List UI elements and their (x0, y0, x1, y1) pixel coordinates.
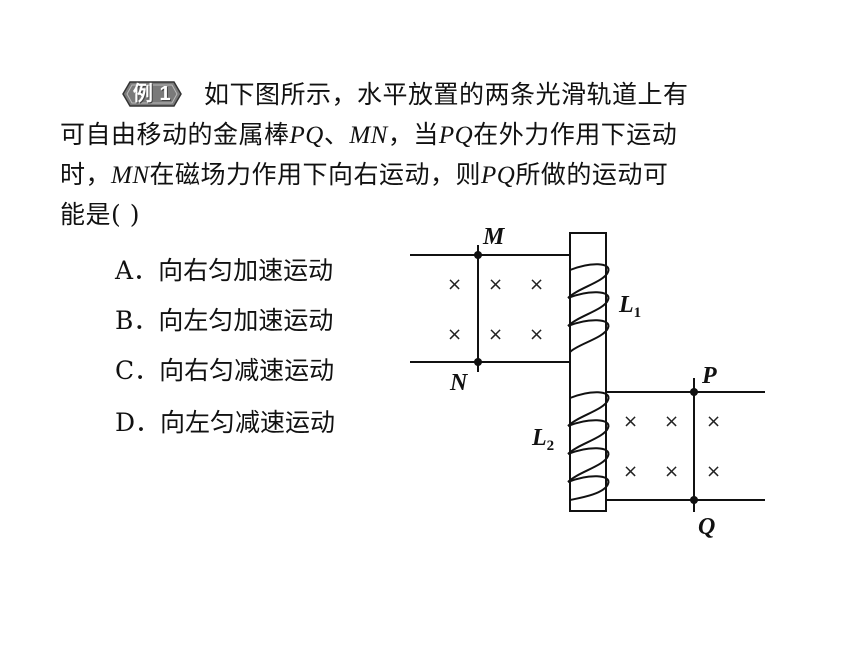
label-m: M (482, 224, 506, 250)
point-p-dot (690, 388, 698, 396)
field-cross: × (706, 461, 721, 482)
option-b-text: 向左匀加速运动 (158, 306, 334, 335)
coil-l2 (567, 391, 610, 501)
field-cross: × (529, 274, 544, 295)
badge-shape-icon (122, 81, 182, 107)
question-line-4: 能是( ) (60, 200, 140, 229)
label-l1-letter: L (618, 292, 634, 318)
question-text-2d: 在外力作用下运动 (473, 120, 678, 149)
field-cross: × (706, 411, 721, 432)
question-line-2: 可自由移动的金属棒PQ、MN，当PQ在外力作用下运动 (60, 118, 677, 153)
badge-label: 例 1 (132, 83, 172, 105)
question-line-1: 例 1 如下图所示，水平放置的两条光滑轨道上有 (60, 78, 689, 112)
field-cross: × (623, 461, 638, 482)
option-b-letter: B． (115, 306, 159, 335)
rod-mn-ref-2: MN (111, 162, 150, 189)
option-a-text: 向右匀加速运动 (158, 256, 334, 285)
option-b[interactable]: B．向左匀加速运动 (115, 304, 333, 338)
field-cross: × (664, 461, 679, 482)
question-text-1: 如下图所示，水平放置的两条光滑轨道上有 (204, 80, 689, 109)
label-n: N (449, 370, 469, 396)
field-cross: × (529, 324, 544, 345)
question-text-3c: 所做的运动可 (515, 160, 669, 189)
label-p: P (701, 363, 717, 389)
option-d-letter: D． (115, 408, 161, 437)
option-d[interactable]: D．向左匀减速运动 (115, 406, 335, 440)
coil-l1 (567, 263, 610, 353)
rod-pq-ref-2: PQ (438, 122, 474, 149)
question-text-2c: ，当 (387, 120, 439, 149)
question-text-3b: 在磁场力作用下向右运动，则 (149, 160, 482, 189)
rod-mn-ref: MN (349, 122, 388, 149)
option-a[interactable]: A．向右匀加速运动 (115, 254, 333, 288)
rod-pq-ref: PQ (289, 122, 324, 149)
field-cross: × (488, 274, 503, 295)
question-text-3a: 时， (60, 160, 112, 189)
field-cross: × (447, 324, 462, 345)
question-line-3: 时，MN在磁场力作用下向右运动，则PQ所做的运动可 (60, 158, 668, 193)
question-text-2b: 、 (323, 120, 350, 149)
option-c-letter: C． (115, 356, 160, 385)
field-cross: × (664, 411, 679, 432)
label-q: Q (698, 514, 715, 540)
option-c-text: 向右匀减速运动 (159, 356, 335, 385)
point-q-dot (690, 496, 698, 504)
field-cross: × (488, 324, 503, 345)
option-a-letter: A． (115, 256, 159, 285)
point-n-dot (474, 358, 482, 366)
option-c[interactable]: C．向右匀减速运动 (115, 354, 334, 388)
point-m-dot (474, 251, 482, 259)
field-cross: × (447, 274, 462, 295)
rod-pq-ref-3: PQ (481, 162, 516, 189)
label-l2: L2 (531, 425, 554, 454)
label-l1: L1 (618, 292, 641, 321)
example-badge: 例 1 (122, 79, 182, 109)
question-text-2a: 可自由移动的金属棒 (60, 120, 290, 149)
label-l2-sub: 2 (547, 438, 555, 454)
label-l2-letter: L (531, 425, 547, 451)
option-d-text: 向左匀减速运动 (160, 408, 336, 437)
field-cross: × (623, 411, 638, 432)
label-l1-sub: 1 (634, 305, 642, 321)
